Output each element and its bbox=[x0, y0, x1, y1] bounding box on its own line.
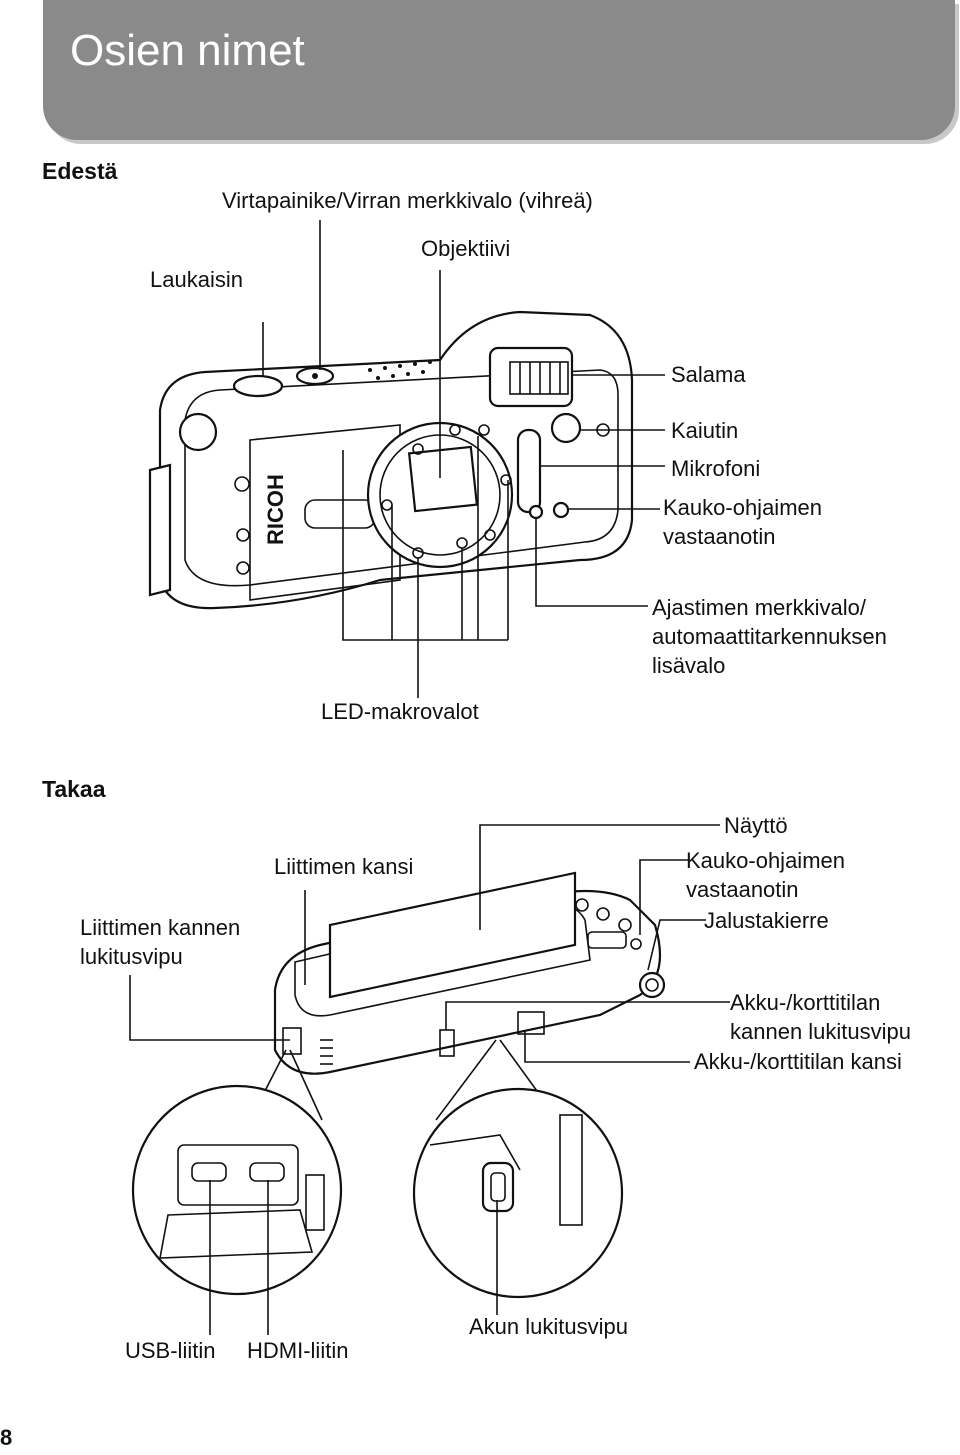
usb-hdmi-detail bbox=[131, 1084, 343, 1335]
page-title: Osien nimet bbox=[70, 26, 305, 75]
front-leader-lines bbox=[262, 220, 665, 698]
brand-logo: RICOH bbox=[263, 474, 288, 545]
led-macro-label: LED-makrovalot bbox=[321, 699, 479, 724]
front-camera-drawing bbox=[148, 310, 634, 610]
back-remote-label-line1: Kauko-ohjaimen bbox=[686, 848, 845, 873]
usb-port-label: USB-liitin bbox=[125, 1338, 216, 1363]
lens-label: Objektiivi bbox=[421, 236, 511, 261]
front-heading: Edestä bbox=[42, 158, 118, 184]
display-label: Näyttö bbox=[724, 813, 788, 838]
shutter-label: Laukaisin bbox=[150, 267, 243, 292]
connector-cover-label: Liittimen kansi bbox=[274, 854, 414, 879]
battery-cover-lock-label-line2: kannen lukitusvipu bbox=[730, 1019, 912, 1044]
back-remote-label-line2: vastaanotin bbox=[686, 877, 799, 902]
battery-lever-label: Akun lukitusvipu bbox=[469, 1314, 628, 1339]
microphone-label: Mikrofoni bbox=[671, 456, 761, 481]
back-heading: Takaa bbox=[42, 776, 106, 802]
remote-receiver-label-line2: vastaanotin bbox=[663, 524, 776, 549]
timer-lamp-label-line2: automaattitarkennuksen bbox=[652, 624, 887, 649]
battery-lever-detail bbox=[412, 1087, 624, 1315]
battery-cover-label: Akku-/korttitilan kansi bbox=[694, 1049, 902, 1074]
remote-receiver-label-line1: Kauko-ohjaimen bbox=[663, 495, 822, 520]
back-leader-lines bbox=[129, 824, 730, 1121]
timer-lamp-label-line3: lisävalo bbox=[652, 653, 726, 678]
power-button-label: Virtapainike/Virran merkkivalo (vihreä) bbox=[222, 188, 593, 213]
tripod-socket-label: Jalustakierre bbox=[704, 908, 829, 933]
title-banner bbox=[43, 0, 955, 140]
flash-label: Salama bbox=[671, 362, 746, 387]
timer-lamp-label-line1: Ajastimen merkkivalo/ bbox=[652, 595, 866, 620]
back-camera-drawing bbox=[273, 871, 666, 1075]
speaker-label: Kaiutin bbox=[671, 418, 739, 443]
hdmi-port-label: HDMI-liitin bbox=[247, 1338, 349, 1363]
connector-lock-label-line1: Liittimen kannen bbox=[80, 915, 241, 940]
page-number: 8 bbox=[0, 1425, 13, 1450]
connector-lock-label-line2: lukitusvipu bbox=[80, 944, 183, 969]
battery-cover-lock-label-line1: Akku-/korttitilan bbox=[730, 990, 881, 1015]
